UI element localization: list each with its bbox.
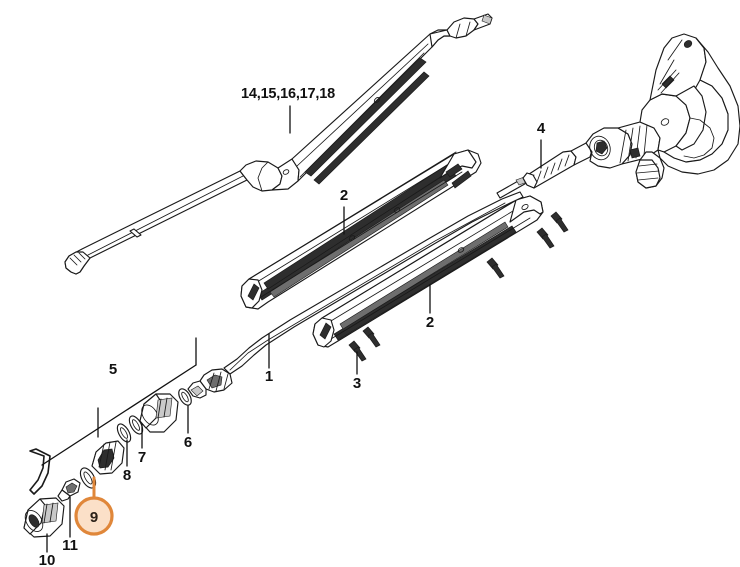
highlight-circle — [74, 496, 114, 536]
callout-label-3: 3 — [353, 375, 361, 392]
callout-label-1: 1 — [265, 368, 273, 385]
nozzle-body — [91, 440, 125, 475]
o-ring-8 — [116, 423, 132, 443]
wire-retaining-clip-5 — [29, 448, 51, 495]
lance-housing-upper — [240, 149, 482, 310]
leader-lines — [41, 105, 542, 553]
callout-label-6: 6 — [184, 434, 192, 451]
o-ring-7 — [128, 415, 144, 435]
o-ring-9 — [79, 467, 97, 489]
callout-label-8: 8 — [123, 467, 131, 484]
bent-lance-tube — [187, 191, 524, 399]
nozzle-tip-11 — [57, 478, 81, 502]
highlight-number-label: 9 — [90, 509, 98, 526]
highlight-marker-9[interactable]: 9 — [74, 476, 114, 536]
nozzle-holder-sleeve — [139, 393, 179, 433]
nozzle-cap-10 — [23, 497, 65, 538]
callout-label-4: 4 — [537, 120, 546, 137]
lance-extension-top — [64, 13, 493, 275]
callout-label-11: 11 — [62, 537, 78, 554]
o-ring-6 — [178, 388, 192, 406]
callout-labels: 14,15,16,17,18 4 2 2 1 3 5 6 7 8 10 11 — [39, 86, 546, 567]
callout-label-2-upper: 2 — [340, 187, 348, 204]
callout-label-5: 5 — [109, 361, 117, 378]
screws-group — [348, 326, 381, 362]
callout-label-14-18: 14,15,16,17,18 — [241, 86, 335, 102]
spray-gun-handle — [585, 33, 740, 189]
screws-group-upper — [486, 211, 569, 279]
callout-label-2-lower: 2 — [426, 314, 434, 331]
callout-label-10: 10 — [39, 552, 56, 567]
lance-housing-lower — [312, 195, 544, 348]
callout-label-7: 7 — [138, 449, 146, 466]
